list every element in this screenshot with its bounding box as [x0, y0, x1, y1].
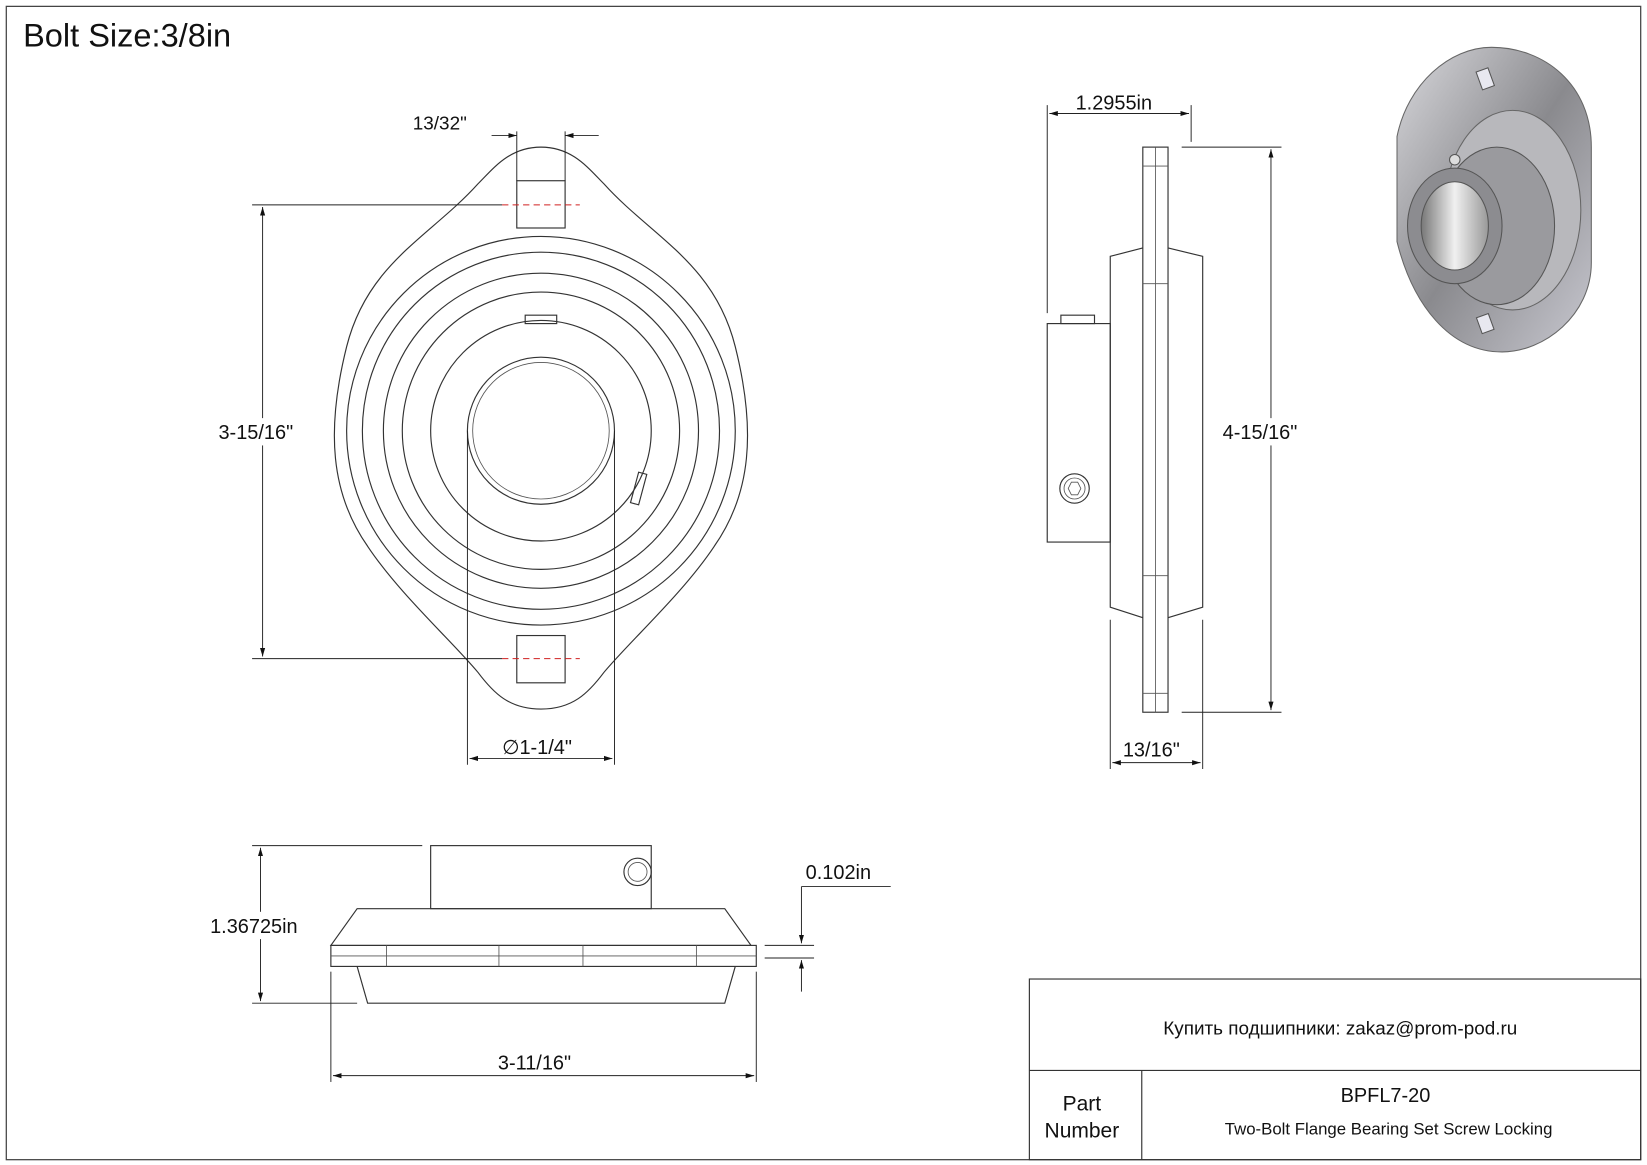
flange-length-label: 3-11/16" — [498, 1052, 571, 1074]
housing-width-label: 13/16" — [1123, 739, 1180, 761]
part-description: Two-Bolt Flange Bearing Set Screw Lockin… — [1225, 1119, 1553, 1138]
front-view-dimensions: 13/32" 3-15/16" ∅1-1/4" — [215, 113, 615, 765]
sheet-border — [5, 5, 1642, 1161]
total-height-label: 1.36725in — [210, 916, 298, 938]
part-label-line2: Number — [1045, 1120, 1120, 1143]
side-view — [1046, 146, 1204, 713]
part-label-line1: Part — [1063, 1092, 1102, 1115]
side-view-dimensions: 1.2955in 4-15/16" 13/16" — [1046, 92, 1316, 769]
contact-text: Купить подшипники: zakaz@prom-pod.ru — [1163, 1019, 1517, 1040]
front-view — [333, 146, 749, 710]
bolt-hole-width-label: 13/32" — [413, 113, 467, 134]
overall-width-label: 1.2955in — [1076, 92, 1153, 114]
bearing-3d-render — [1396, 46, 1592, 353]
bolt-spacing-label: 3-15/16" — [218, 422, 293, 444]
flange-thickness-label: 0.102in — [806, 862, 871, 884]
part-number: BPFL7-20 — [1341, 1085, 1431, 1107]
bottom-view — [329, 845, 757, 1004]
overall-height-label: 4-15/16" — [1223, 422, 1298, 444]
bolt-size-title: Bolt Size:3/8in — [23, 17, 231, 53]
title-block: Купить подшипники: zakaz@prom-pod.ru Par… — [1028, 978, 1642, 1161]
bore-diameter-label: ∅1-1/4" — [502, 737, 572, 759]
bottom-view-dimensions: 1.36725in 0.102in 3-11/16" — [205, 845, 891, 1082]
